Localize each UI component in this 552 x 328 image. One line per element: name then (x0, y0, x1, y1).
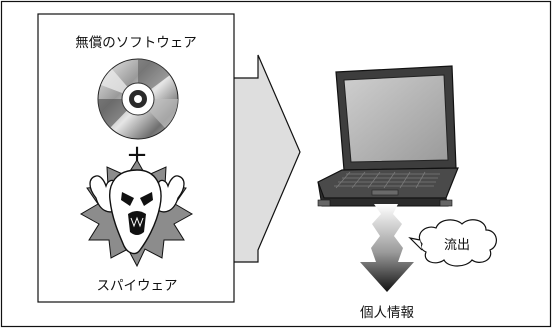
cd-disc-icon (97, 58, 179, 140)
free-software-label: 無償のソフトウェア (75, 35, 197, 51)
down-leak-arrow-icon (360, 204, 414, 292)
laptop-icon (317, 65, 459, 207)
plus-sign: + (126, 140, 148, 170)
spyware-label: スパイウェア (97, 278, 178, 294)
leak-label: 流出 (444, 238, 470, 253)
spyware-monster-icon (79, 159, 194, 268)
personal-info-label: 個人情報 (360, 305, 414, 321)
speech-cloud-icon (408, 219, 497, 267)
